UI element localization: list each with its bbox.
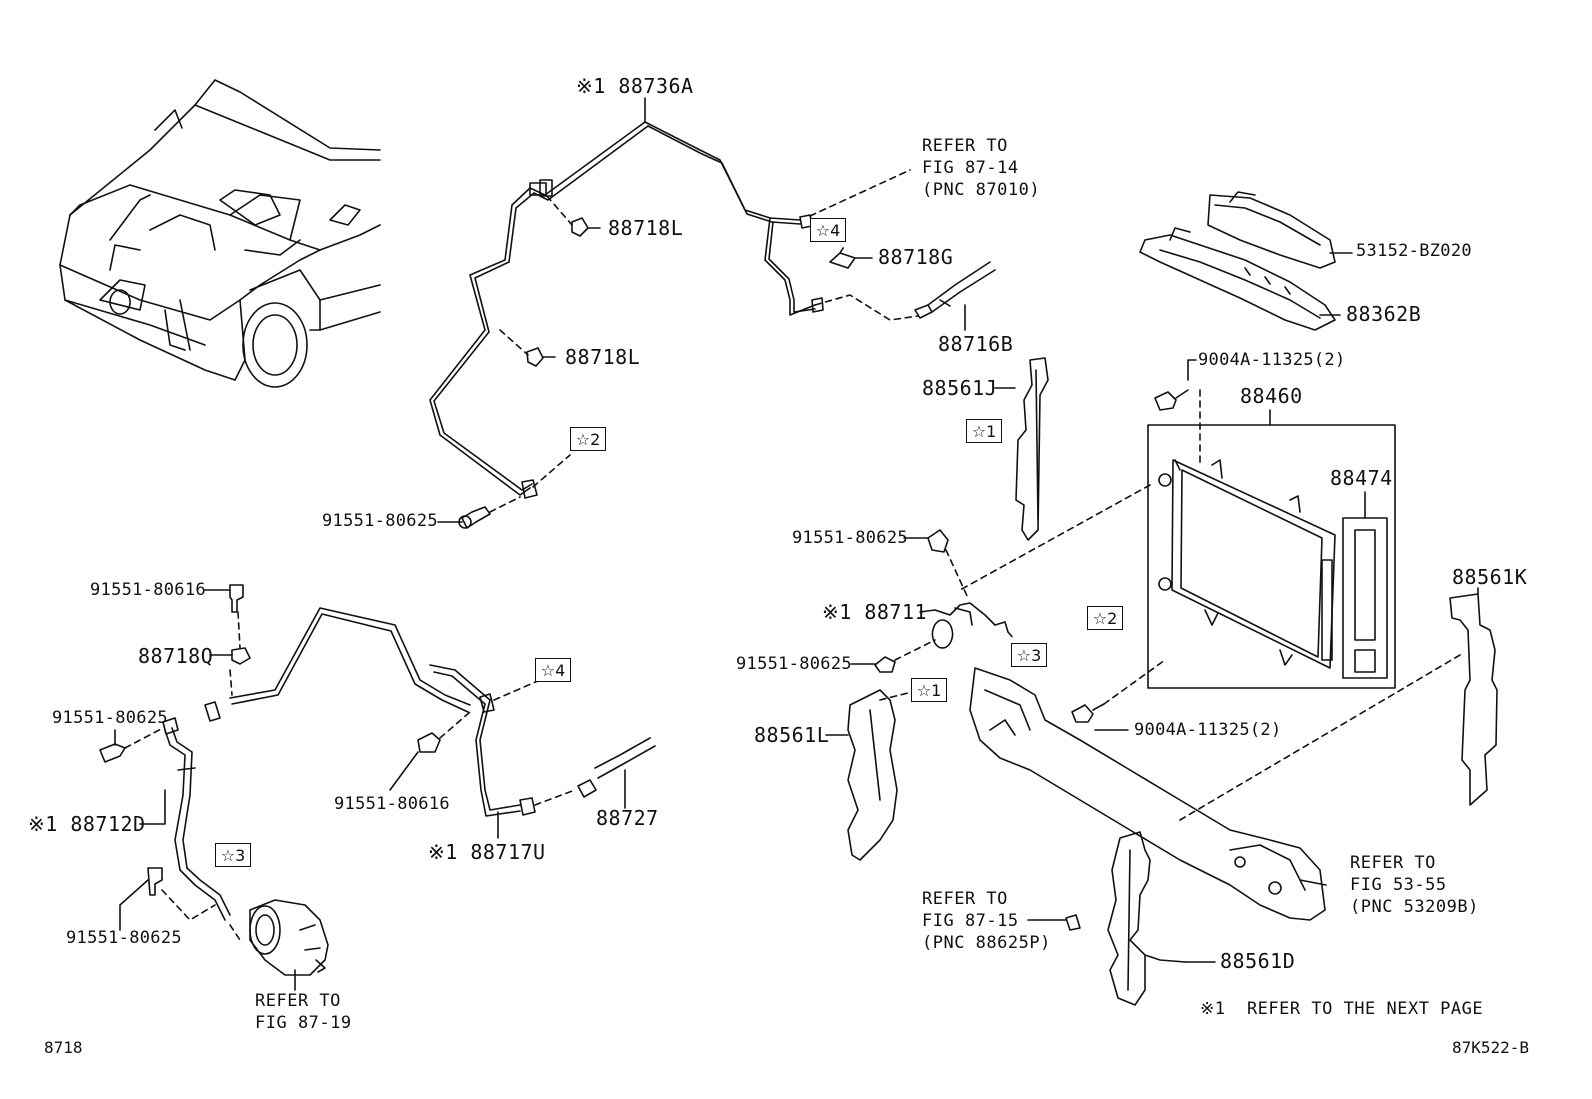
label-91551-80625-c: 91551-80625: [736, 654, 852, 674]
illustration-code: 87K522-B: [1452, 1038, 1530, 1057]
clip-88625P: [1065, 914, 1081, 931]
label-88561L: 88561L: [754, 723, 830, 747]
clip-88718L-lower: [526, 347, 544, 367]
label-88561J: 88561J: [922, 376, 998, 400]
label-91551-80616-a: 91551-80616: [90, 580, 206, 600]
seal-53152-BZ020: [1207, 191, 1336, 269]
figure-number: 8718: [44, 1038, 83, 1057]
label-88474: 88474: [1330, 466, 1393, 490]
bolt-91551-80625-e: [147, 867, 163, 896]
pipe-lower: [204, 607, 536, 817]
star-box-1-bracket-j: ☆1: [966, 419, 1002, 443]
hose-88711: [919, 602, 1009, 649]
ref-next-page: ※1 REFER TO THE NEXT PAGE: [1200, 999, 1484, 1019]
leader-lines: [114, 97, 1479, 991]
hose-88716B: [914, 261, 996, 319]
label-9004A-lower: 9004A-11325(2): [1134, 720, 1282, 740]
label-88718G: 88718G: [878, 245, 954, 269]
bolt-91551-80625-d: [99, 743, 126, 763]
clip-88718L-upper: [571, 217, 589, 237]
condenser-88460: [1147, 424, 1396, 689]
label-91551-80625-b: 91551-80625: [792, 528, 908, 548]
dashed-lines-condenser: [959, 389, 1201, 705]
label-88717U: ※1 88717U: [428, 840, 546, 864]
label-88727: 88727: [596, 806, 659, 830]
label-88561K: 88561K: [1452, 565, 1528, 589]
star-box-2-condenser: ☆2: [1087, 606, 1123, 630]
bracket-88561J: [1015, 357, 1049, 541]
ref-fig-53-55: REFER TO FIG 53-55 (PNC 53209B): [1350, 853, 1479, 917]
ref-fig-87-14: REFER TO FIG 87-14 (PNC 87010): [922, 136, 1041, 200]
bolt-91551-80625-b: [927, 529, 949, 553]
dashed-lines-88711: [894, 549, 1016, 661]
receiver-88474: [1342, 517, 1388, 679]
label-88716B: 88716B: [938, 332, 1014, 356]
bolt-91551-80625-c: [874, 656, 896, 673]
label-88712D: ※1 88712D: [28, 812, 146, 836]
dashed-lines-upper: [489, 169, 919, 513]
label-9004A-upper: 9004A-11325(2): [1198, 350, 1346, 370]
star-box-3-mid: ☆3: [1011, 643, 1047, 667]
label-53152-BZ020: 53152-BZ020: [1356, 241, 1472, 261]
ref-fig-87-15: REFER TO FIG 87-15 (PNC 88625P): [922, 889, 1051, 953]
bolt-91551-80616-a: [229, 584, 244, 613]
bolt-9004A-lower: [1071, 703, 1105, 723]
clip-88718G: [829, 252, 856, 269]
bolt-9004A-upper: [1154, 389, 1189, 411]
compressor: [249, 899, 329, 976]
label-91551-80616-b: 91551-80616: [334, 794, 450, 814]
star-box-3-lower: ☆3: [215, 843, 251, 867]
ref-fig-87-19: REFER TO FIG 87-19: [255, 991, 352, 1033]
label-88711: ※1 88711: [822, 600, 928, 624]
hose-88712D: [162, 717, 231, 921]
bracket-88561D: [1107, 831, 1186, 1006]
star-box-4-upper: ☆4: [810, 218, 846, 242]
star-box-2-upper: ☆2: [570, 427, 606, 451]
seal-88362B: [1139, 227, 1336, 331]
label-91551-80625-a: 91551-80625: [322, 511, 438, 531]
label-91551-80625-d: 91551-80625: [52, 708, 168, 728]
pipe-88736A: [429, 121, 824, 499]
bracket-88561K: [1449, 593, 1498, 806]
star-box-4-lower: ☆4: [535, 658, 571, 682]
vehicle-illustration: [59, 79, 381, 388]
label-88460: 88460: [1240, 384, 1303, 408]
label-88362B: 88362B: [1346, 302, 1422, 326]
hose-88727: [577, 737, 656, 798]
nut-88718Q: [231, 647, 251, 665]
dashed-lines-lower: [124, 611, 576, 941]
label-88736A: ※1 88736A: [576, 74, 694, 98]
support-member: [969, 667, 1326, 921]
star-box-1-bracket-l: ☆1: [911, 678, 947, 702]
bracket-88561L: [847, 689, 898, 861]
bolt-91551-80625-a: [458, 506, 491, 529]
bolt-91551-80616-b: [417, 732, 441, 753]
label-88561D: 88561D: [1220, 949, 1296, 973]
label-91551-80625-e: 91551-80625: [66, 928, 182, 948]
label-88718L-upper: 88718L: [608, 216, 684, 240]
label-88718Q: 88718Q: [138, 644, 214, 668]
label-88718L-lower: 88718L: [565, 345, 641, 369]
